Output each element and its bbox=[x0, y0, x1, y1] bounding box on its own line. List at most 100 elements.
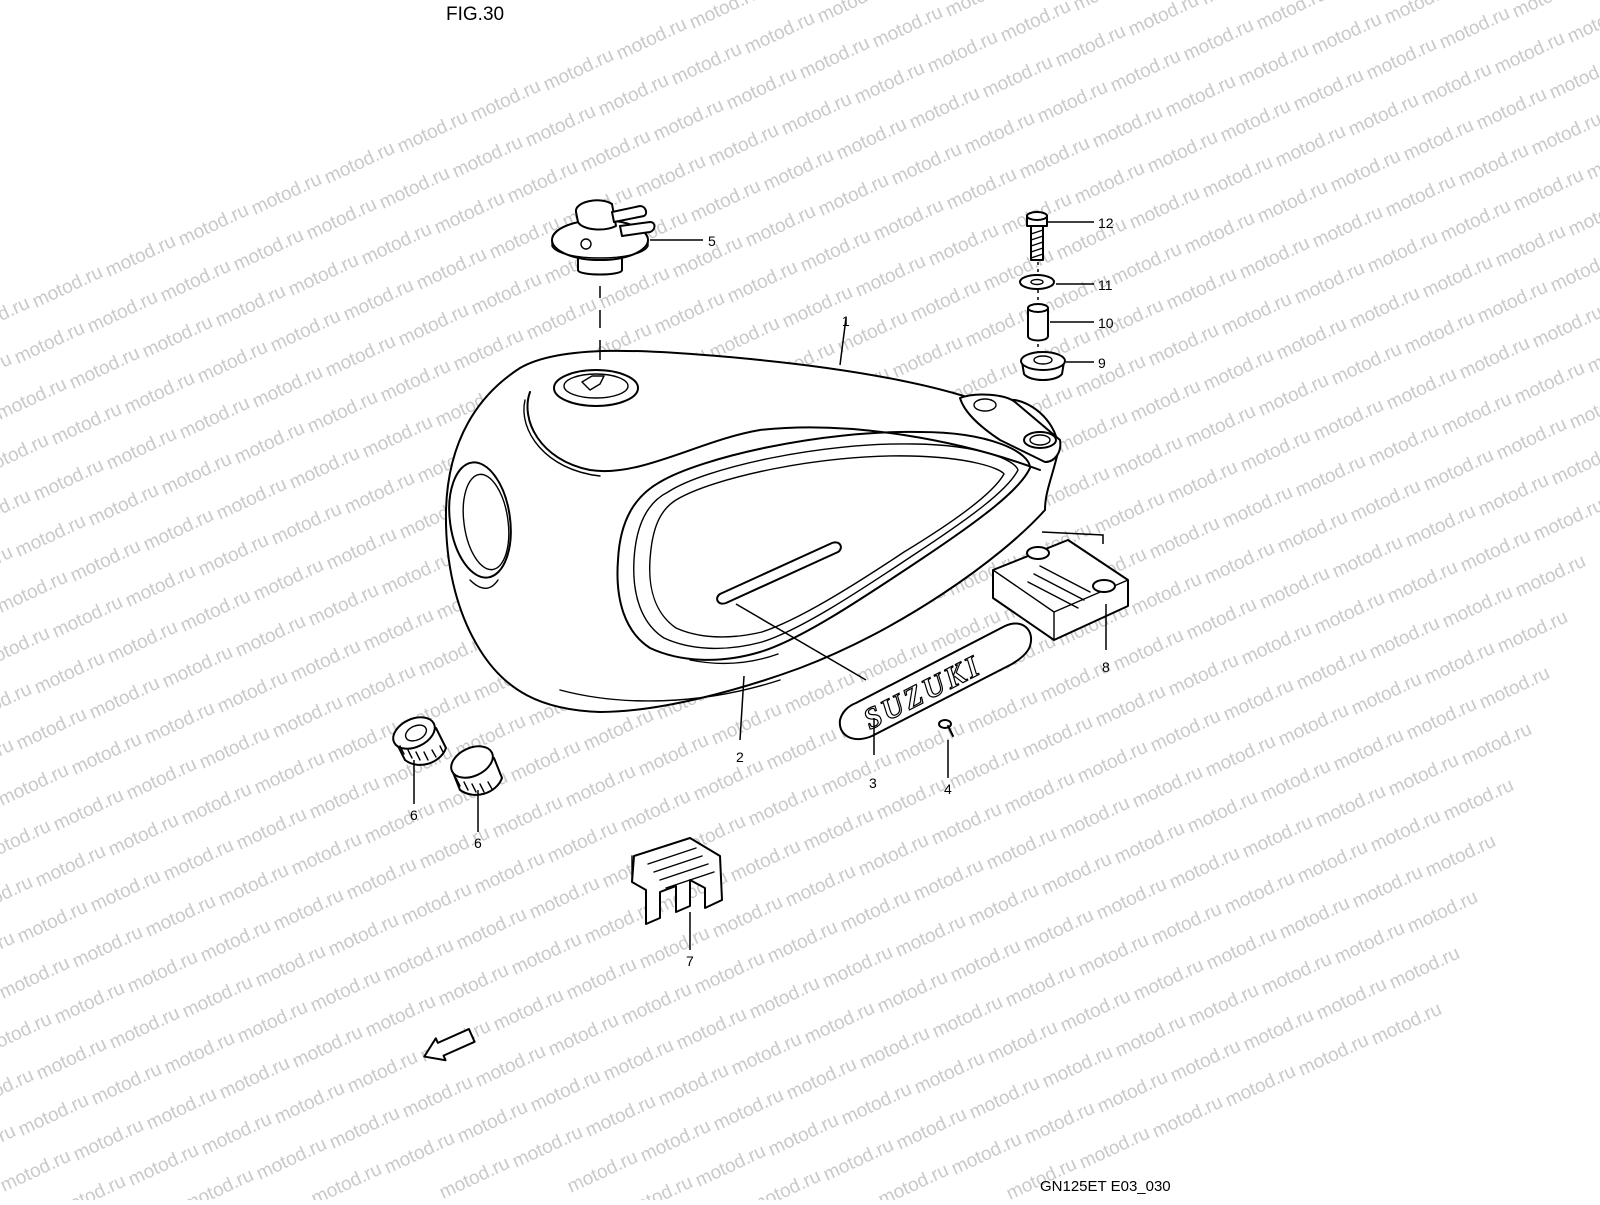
fuel-tank[interactable] bbox=[442, 349, 1062, 713]
watermark-text: motod.ru bbox=[270, 885, 347, 936]
watermark-text: motod.ru bbox=[1438, 389, 1515, 440]
watermark-text: motod.ru bbox=[924, 27, 1001, 78]
watermark-text: motod.ru bbox=[122, 561, 199, 612]
callout-12: 12 bbox=[1098, 215, 1114, 231]
watermark-text: motod.ru bbox=[1056, 793, 1133, 844]
grommet-right[interactable] bbox=[446, 740, 503, 796]
side-stripe-tape[interactable] bbox=[689, 653, 779, 665]
watermark-text: motod.ru bbox=[1238, 619, 1315, 670]
watermark-text: motod.ru bbox=[873, 774, 950, 825]
watermark-text: motod.ru bbox=[1162, 71, 1239, 122]
watermark-text: motod.ru bbox=[196, 723, 273, 774]
watermark-text: motod.ru bbox=[1198, 0, 1275, 10]
watermark-text: motod.ru bbox=[360, 605, 437, 656]
watermark-text: motod.ru bbox=[233, 804, 310, 855]
mount-washer[interactable] bbox=[1019, 274, 1055, 290]
watermark-text: motod.ru bbox=[1437, 196, 1514, 247]
watermark-text: motod.ru bbox=[250, 555, 327, 606]
watermark-text: motod.ru bbox=[413, 244, 490, 295]
tank-cushion-front[interactable] bbox=[631, 837, 723, 925]
watermark-text: motod.ru bbox=[0, 679, 35, 730]
mount-bolt[interactable] bbox=[1026, 211, 1048, 261]
watermark-text: motod.ru bbox=[1185, 980, 1262, 1031]
watermark-text: motod.ru bbox=[1312, 781, 1389, 832]
watermark-text: motod.ru bbox=[1528, 109, 1600, 160]
watermark-text: motod.ru bbox=[1220, 675, 1297, 726]
watermark-text: motod.ru bbox=[11, 318, 88, 369]
watermark-text: motod.ru bbox=[51, 978, 128, 1029]
watermark-text: motod.ru bbox=[106, 1003, 183, 1054]
watermark-text: motod.ru bbox=[361, 798, 438, 849]
watermark-text: motod.ru bbox=[856, 1023, 933, 1074]
watermark-text: motod.ru bbox=[157, 256, 234, 307]
watermark-text: motod.ru bbox=[1345, 90, 1422, 141]
watermark-text: motod.ru bbox=[687, 176, 764, 227]
watermark-text: motod.ru bbox=[1165, 650, 1242, 701]
fuel-cap[interactable] bbox=[551, 199, 656, 276]
watermark-text: motod.ru bbox=[797, 226, 874, 277]
watermark-text: motod.ru bbox=[1221, 868, 1298, 919]
watermark-text: motod.ru bbox=[1181, 208, 1258, 259]
watermark-text: motod.ru bbox=[1401, 308, 1478, 359]
watermark-text: motod.ru bbox=[815, 170, 892, 221]
watermark-text: motod.ru bbox=[1348, 669, 1425, 720]
tank-cushion-rear[interactable] bbox=[992, 539, 1129, 641]
watermark-text: motod.ru bbox=[1511, 358, 1588, 409]
watermark-text: motod.ru bbox=[307, 966, 384, 1017]
watermark-text: motod.ru bbox=[1184, 787, 1261, 838]
watermark-text: motod.ru bbox=[724, 257, 801, 308]
watermark-text: motod.ru bbox=[723, 64, 800, 115]
watermark-text: motod.ru bbox=[1076, 1123, 1153, 1174]
watermark-text: motod.ru bbox=[0, 928, 18, 979]
watermark-text: motod.ru bbox=[838, 1079, 915, 1130]
watermark-text: motod.ru bbox=[0, 486, 34, 537]
watermark-text: motod.ru bbox=[1366, 613, 1443, 664]
watermark-text: motod.ru bbox=[1326, 0, 1403, 4]
watermark-text: motod.ru bbox=[1182, 401, 1259, 452]
callout-11: 11 bbox=[1098, 277, 1113, 293]
watermark-text: motod.ru bbox=[1202, 731, 1279, 782]
watermark-text: motod.ru bbox=[1311, 588, 1388, 639]
watermark-text: motod.ru bbox=[1346, 283, 1423, 334]
mount-cushion[interactable] bbox=[1020, 351, 1066, 381]
watermark-text: motod.ru bbox=[1510, 165, 1587, 216]
watermark-text: motod.ru bbox=[783, 1054, 860, 1105]
watermark-text: motod.ru bbox=[435, 960, 512, 1011]
watermark-text: motod.ru bbox=[782, 861, 859, 912]
watermark-text: motod.ru bbox=[141, 698, 218, 749]
emblem-screw[interactable] bbox=[938, 719, 954, 737]
watermark-text: motod.ru bbox=[668, 39, 745, 90]
watermark-text: motod.ru bbox=[1548, 439, 1600, 490]
watermark-text: motod.ru bbox=[326, 1103, 403, 1154]
watermark-text: motod.ru bbox=[52, 1171, 129, 1200]
watermark-text: motod.ru bbox=[563, 954, 640, 1005]
watermark-text: motod.ru bbox=[637, 1116, 714, 1167]
watermark-text: motod.ru bbox=[870, 195, 947, 246]
watermark-text: motod.ru bbox=[453, 904, 530, 955]
watermark-text: motod.ru bbox=[1290, 65, 1367, 116]
watermark-text: motod.ru bbox=[159, 642, 236, 693]
watermark-text: motod.ru bbox=[1583, 134, 1600, 185]
watermark-text: motod.ru bbox=[1384, 557, 1461, 608]
watermark-text: motod.ru bbox=[87, 866, 164, 917]
watermark-text: motod.ru bbox=[1381, 0, 1458, 29]
watermark-text: motod.ru bbox=[1254, 177, 1331, 228]
watermark-text: motod.ru bbox=[747, 1166, 824, 1200]
watermark-text: motod.ru bbox=[376, 163, 453, 214]
watermark-text: motod.ru bbox=[655, 1060, 732, 1111]
watermark-text: motod.ru bbox=[215, 860, 292, 911]
watermark-text: motod.ru bbox=[1295, 1030, 1372, 1081]
watermark-text: motod.ru bbox=[1239, 812, 1316, 863]
watermark-text: motod.ru bbox=[1125, 0, 1202, 41]
watermark-text: motod.ru bbox=[0, 623, 53, 674]
watermark-text: motod.ru bbox=[195, 530, 272, 581]
mount-collar[interactable] bbox=[1027, 303, 1049, 342]
grommet-left[interactable] bbox=[388, 711, 447, 766]
watermark-text: motod.ru bbox=[961, 108, 1038, 159]
watermark-text: motod.ru bbox=[1183, 594, 1260, 645]
watermark-text: motod.ru bbox=[48, 399, 125, 450]
watermark-text: motod.ru bbox=[1475, 470, 1552, 521]
watermark-text: motod.ru bbox=[686, 0, 763, 34]
callout-5: 5 bbox=[708, 233, 716, 249]
